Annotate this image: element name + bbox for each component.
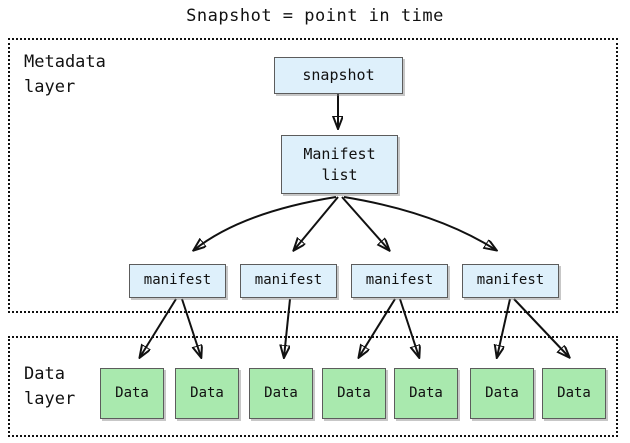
manifest-node-2: manifest <box>240 264 337 298</box>
metadata-layer-label: Metadata layer <box>24 52 106 97</box>
data-node-3: Data <box>249 368 313 419</box>
metadata-layer-frame <box>8 38 618 313</box>
data-node-7: Data <box>542 368 606 419</box>
manifest-node-1: manifest <box>129 264 226 298</box>
data-node-4: Data <box>322 368 386 419</box>
snapshot-node: snapshot <box>274 57 403 94</box>
manifest-list-node: Manifest list <box>281 135 398 194</box>
data-layer-label: Data layer <box>24 364 76 409</box>
manifest-node-4: manifest <box>462 264 559 298</box>
data-layer-frame <box>8 336 618 437</box>
manifest-node-3: manifest <box>351 264 448 298</box>
data-node-6: Data <box>470 368 534 419</box>
data-node-5: Data <box>394 368 458 419</box>
diagram-title: Snapshot = point in time <box>186 6 444 26</box>
data-node-1: Data <box>100 368 164 419</box>
data-node-2: Data <box>175 368 239 419</box>
